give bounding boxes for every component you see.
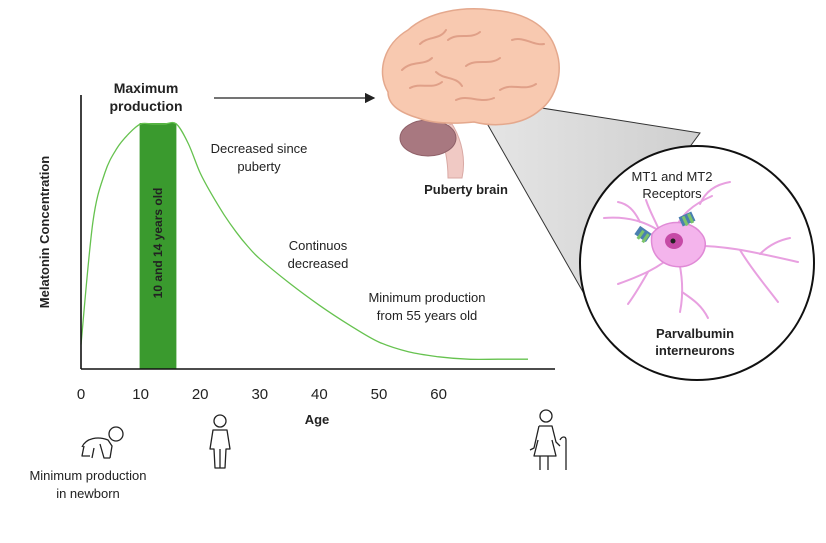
interneurons-label-line1: Parvalbumin bbox=[656, 326, 734, 341]
x-tick-label: 50 bbox=[371, 386, 388, 403]
brain-folds bbox=[401, 29, 545, 101]
peak-age-bar bbox=[139, 123, 177, 369]
adult-person-icon bbox=[209, 414, 231, 469]
melatonin-chart: 10 and 14 years old 0 10 20 30 40 50 60 Age Me… bbox=[37, 95, 555, 427]
x-tick-label: 60 bbox=[430, 386, 447, 403]
cerebrum bbox=[381, 8, 560, 126]
minimum-label-line1: Minimum production bbox=[368, 290, 485, 305]
x-tick-label: 30 bbox=[251, 386, 268, 403]
cerebellum bbox=[399, 119, 457, 157]
decreased-label-line1: Decreased since bbox=[211, 141, 308, 156]
neuron-nucleolus bbox=[670, 238, 676, 244]
melatonin-curve bbox=[80, 121, 528, 361]
continuos-label-line2: decreased bbox=[288, 256, 349, 271]
brain-illustration bbox=[381, 8, 560, 179]
y-axis-title: Melatonin Concentration bbox=[37, 156, 52, 308]
continuos-label-line1: Continuos bbox=[289, 238, 348, 253]
receptors-label-line1: MT1 and MT2 bbox=[632, 169, 713, 184]
x-tick-label: 40 bbox=[311, 386, 328, 403]
x-tick-label: 10 bbox=[132, 386, 149, 403]
neuron-inset: MT1 and MT2 Receptors Parvalbumin intern… bbox=[579, 145, 815, 381]
mt-receptor-left bbox=[634, 225, 652, 244]
max-production-line2: production bbox=[109, 98, 182, 114]
peak-age-label: 10 and 14 years old bbox=[151, 188, 165, 299]
receptors-label-line2: Receptors bbox=[642, 186, 702, 201]
minimum-label-line2: from 55 years old bbox=[377, 308, 477, 323]
newborn-label-line1: Minimum production bbox=[29, 468, 146, 483]
x-tick-label: 0 bbox=[77, 386, 85, 403]
x-axis-title: Age bbox=[305, 412, 330, 427]
x-tick-label: 20 bbox=[192, 386, 209, 403]
decreased-label-line2: puberty bbox=[237, 159, 281, 174]
mt-receptor-right bbox=[678, 211, 696, 227]
elderly-person-cane-icon bbox=[529, 409, 567, 470]
baby-crawling-icon bbox=[81, 426, 124, 459]
zoom-circle bbox=[579, 145, 815, 381]
max-production-line1: Maximum bbox=[114, 80, 179, 96]
newborn-label-line2: in newborn bbox=[56, 486, 120, 501]
brain-label: Puberty brain bbox=[424, 182, 508, 197]
interneurons-label-line2: interneurons bbox=[655, 343, 734, 358]
x-tick-labels: 0 10 20 30 40 50 60 bbox=[77, 386, 447, 403]
